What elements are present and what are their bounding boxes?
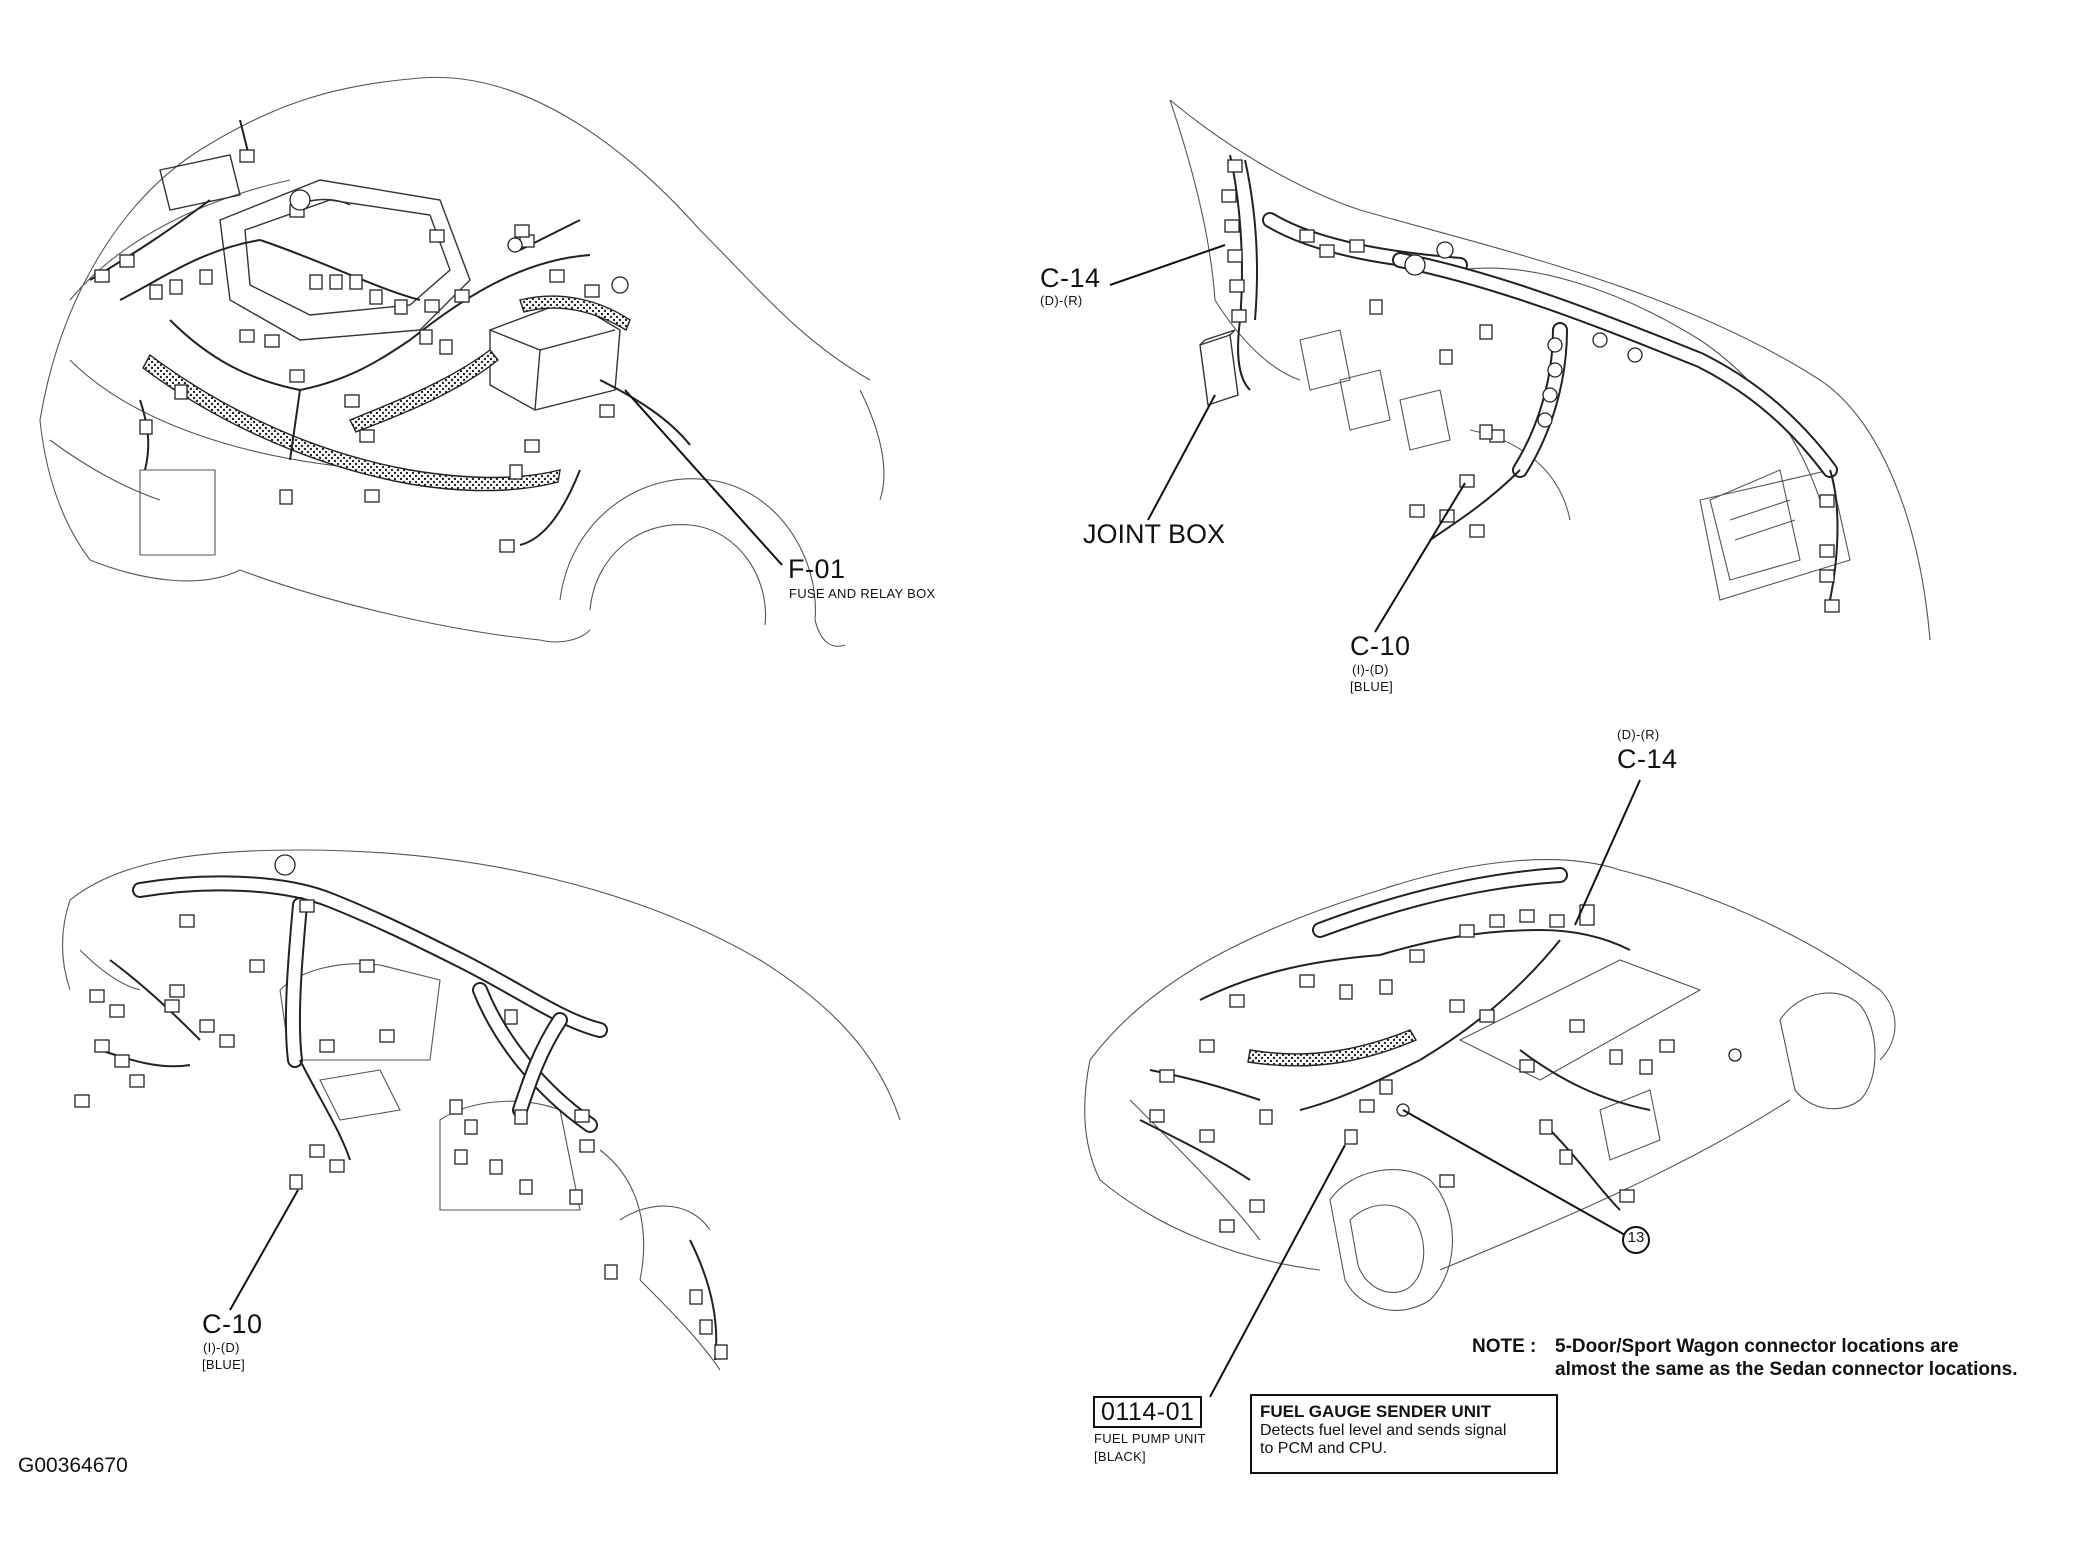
label-c14-car-code: C-14 <box>1617 744 1678 774</box>
label-f01-name: FUSE AND RELAY BOX <box>789 586 936 601</box>
label-joint-box: JOINT BOX <box>1083 519 1226 549</box>
dashboard-joint-box-view <box>1109 99 1931 641</box>
leader-f01 <box>624 389 783 566</box>
label-c10-top-sub: (I)-(D) <box>1352 662 1389 677</box>
label-f01-code: F-01 <box>788 554 846 584</box>
label-c10-bottom-sub: (I)-(D) <box>203 1340 240 1355</box>
leader-c10-bottom <box>229 1189 299 1311</box>
sedan-body-view <box>1084 779 1896 1398</box>
label-c10-top-color: [BLUE] <box>1350 679 1393 694</box>
note-prefix: NOTE : <box>1472 1336 1537 1357</box>
ground-point-marker <box>1622 1226 1650 1254</box>
info-box-title: FUEL GAUGE SENDER UNIT <box>1260 1402 1492 1421</box>
engine-compartment-view <box>39 76 885 647</box>
label-c10-bottom-code: C-10 <box>202 1309 263 1339</box>
note-line-2: almost the same as the Sedan connector l… <box>1555 1359 2018 1380</box>
label-c10-top-code: C-10 <box>1350 631 1411 661</box>
label-c14-car-sub: (D)-(R) <box>1617 727 1660 742</box>
label-fuel-pump-color: [BLACK] <box>1094 1449 1146 1464</box>
figure-id: G00364670 <box>18 1454 128 1477</box>
label-fuel-pump-code: 0114-01 <box>1093 1396 1203 1429</box>
info-box-line-2: to PCM and CPU. <box>1260 1440 1388 1458</box>
fuel-gauge-info-box: FUEL GAUGE SENDER UNIT Detects fuel leve… <box>1250 1394 1558 1474</box>
label-ground-point: 13 <box>1627 1229 1645 1246</box>
label-fuel-pump-name: FUEL PUMP UNIT <box>1094 1431 1206 1446</box>
leader-ground-13 <box>1402 1109 1626 1236</box>
leader-c10-top <box>1374 482 1466 633</box>
leader-c14-top <box>1109 244 1226 286</box>
leader-joint-box <box>1147 394 1216 521</box>
leader-fuel-pump <box>1209 1144 1346 1398</box>
instrument-panel-view <box>61 849 901 1371</box>
leader-c14-car <box>1574 779 1641 926</box>
label-c10-bottom-color: [BLUE] <box>202 1357 245 1372</box>
note-line-1: 5-Door/Sport Wagon connector locations a… <box>1555 1336 1959 1357</box>
label-c14-top-code: C-14 <box>1040 263 1101 293</box>
info-box-line-1: Detects fuel level and sends signal <box>1260 1422 1507 1439</box>
label-c14-top-sub: (D)-(R) <box>1040 293 1083 308</box>
